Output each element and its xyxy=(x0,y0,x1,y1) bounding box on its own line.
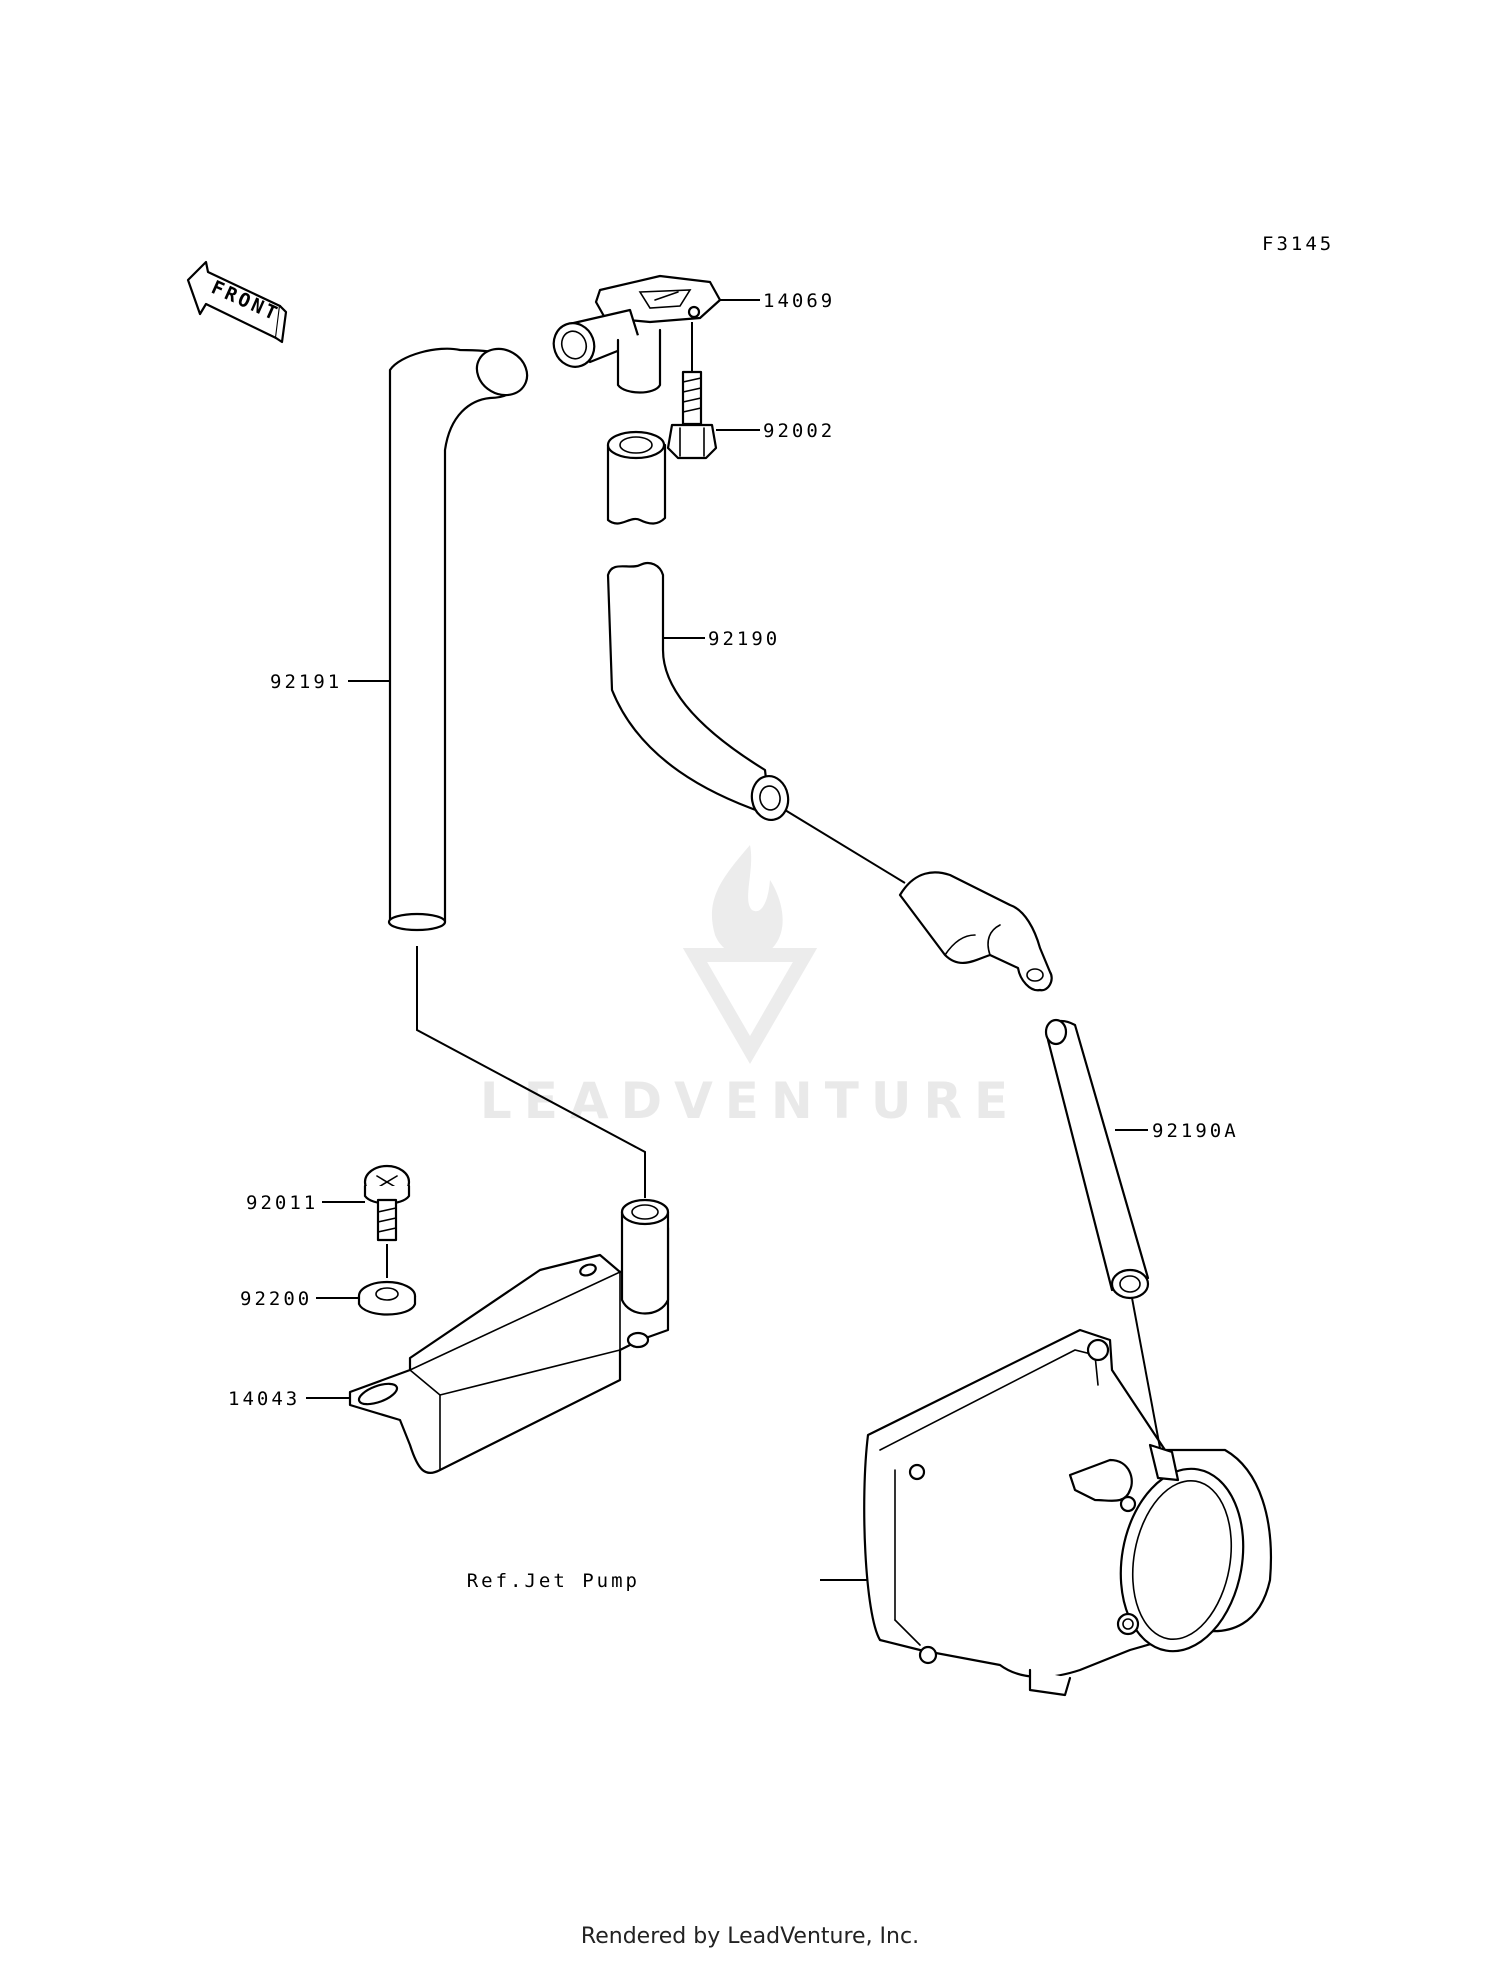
label-92190: 92190 xyxy=(708,628,780,650)
connection-92190-to-reducer xyxy=(784,809,906,884)
hose-92191 xyxy=(387,347,529,932)
fitting-14069 xyxy=(552,274,722,394)
figure-code: F3145 xyxy=(1262,233,1334,255)
label-92002: 92002 xyxy=(763,420,835,442)
watermark-logo xyxy=(682,845,818,1064)
screw-92011 xyxy=(363,1164,411,1242)
hose-short xyxy=(606,430,667,525)
label-14043: 14043 xyxy=(228,1388,300,1410)
label-92191: 92191 xyxy=(270,671,342,693)
front-arrow-icon: FRONT xyxy=(186,260,288,344)
bolt-92002 xyxy=(666,370,718,460)
label-92200: 92200 xyxy=(240,1288,312,1310)
hose-92190 xyxy=(606,561,790,821)
label-92190A: 92190A xyxy=(1152,1120,1239,1142)
washer-92200 xyxy=(357,1280,417,1316)
label-92011: 92011 xyxy=(246,1192,318,1214)
jet-pump xyxy=(863,1328,1272,1697)
connection-92191-to-housing xyxy=(416,946,646,1198)
hose-reducer xyxy=(898,871,1053,992)
housing-14043 xyxy=(348,1198,670,1475)
footer-credit: Rendered by LeadVenture, Inc. xyxy=(580,1924,920,1949)
hose-92190A xyxy=(1044,1018,1150,1300)
watermark-text: LEADVENTURE xyxy=(480,1072,1020,1130)
label-ref-jet-pump: Ref.Jet Pump xyxy=(467,1570,640,1592)
label-14069: 14069 xyxy=(763,290,835,312)
connection-92190A-to-pump xyxy=(1131,1297,1161,1449)
